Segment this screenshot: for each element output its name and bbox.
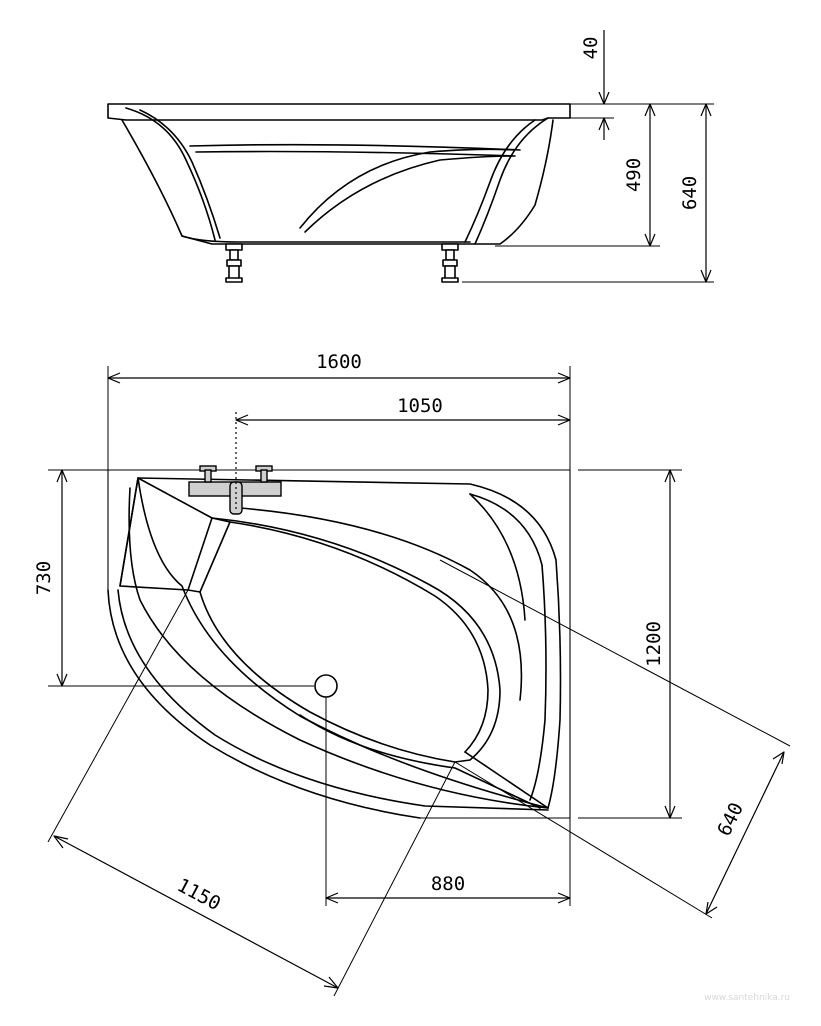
inner-swoosh: [299, 148, 516, 229]
tub-rim: [107, 103, 571, 121]
dim-rim-thickness: 40: [580, 37, 602, 60]
left-panel-curve: [125, 107, 216, 241]
dim-drain-to-right: 880: [431, 873, 465, 895]
dim-overall-length: 1600: [316, 351, 362, 373]
tub-body-outline: [121, 119, 554, 245]
dim-diagonal-length: 1150: [173, 874, 224, 915]
inner-basin: [199, 517, 501, 763]
side-elevation-view: [107, 103, 571, 283]
dim-drain-from-top: 730: [33, 561, 55, 595]
plan-outer-outline: [107, 589, 421, 819]
plan-view: [107, 465, 571, 819]
tub-foot-right: [441, 243, 459, 283]
right-panel-curve: [474, 117, 549, 245]
dim-overall-width: 1200: [643, 621, 665, 667]
dim-tub-depth: 490: [623, 158, 645, 192]
side-dimensions: 40 490 640: [462, 30, 714, 283]
dim-total-height: 640: [679, 176, 701, 210]
drain-hole: [314, 674, 338, 698]
tub-foot-left: [225, 243, 243, 283]
dim-inner-width: 640: [713, 799, 748, 839]
watermark: www.santehnika.ru: [704, 993, 790, 1003]
faucet-mixer: [188, 465, 282, 515]
plan-bounding-box: [107, 469, 571, 819]
plan-dimensions: 1600 1050 730 1200 880 640: [33, 351, 791, 997]
plan-rim-inner: [137, 477, 562, 809]
dim-mixer-offset: 1050: [397, 395, 443, 417]
